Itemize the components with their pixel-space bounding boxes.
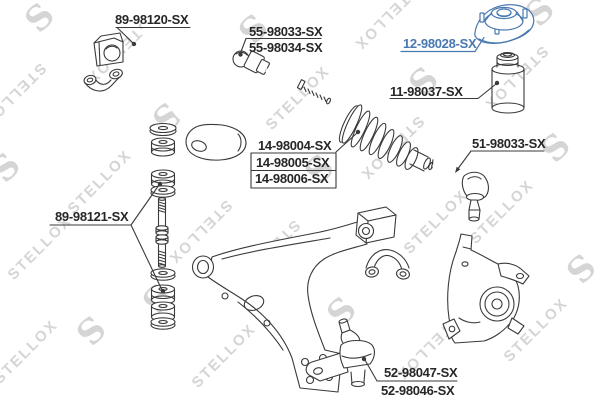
inner-tie-rod-drawing[interactable] [232, 50, 332, 105]
part-label-strut-mount-selected[interactable]: 12-98028-SX [403, 36, 477, 51]
stabilizer-bushing-drawing[interactable] [93, 32, 124, 67]
leader-inner-tie-rod [238, 37, 322, 57]
part-label-inner-tie-rod-top[interactable]: 55-98033-SX [249, 24, 323, 39]
rack-boot-drawing[interactable] [336, 103, 434, 172]
part-label-stabilizer-bushing[interactable]: 89-98120-SX [115, 12, 189, 27]
leader-rack-boot [250, 129, 361, 189]
part-label-ball-joint-bottom[interactable]: 52-98046-SX [381, 383, 455, 398]
part-label-stabilizer-link[interactable]: 89-98121-SX [55, 209, 129, 224]
stabilizer-link-drawing[interactable] [149, 122, 177, 330]
stabilizer-bracket-drawing[interactable] [83, 68, 124, 92]
part-label-bump-stop[interactable]: 11-98037-SX [390, 84, 463, 99]
part-label-ball-joint-top[interactable]: 52-98047-SX [384, 365, 458, 380]
part-label-inner-tie-rod-bottom[interactable]: 55-98034-SX [249, 40, 323, 55]
bump-stop-drawing[interactable] [491, 52, 525, 114]
tie-rod-end-drawing[interactable] [430, 159, 489, 222]
control-arm-drawing[interactable] [191, 206, 411, 393]
stabilizer-bar-drawing[interactable] [139, 0, 247, 161]
part-label-rack-boot-top[interactable]: 14-98004-SX [258, 138, 332, 153]
leader-stabilizer-bushing [115, 26, 191, 47]
leader-strut-mount [400, 36, 485, 53]
leader-stabilizer-link [49, 181, 166, 294]
leader-tie-rod-end [455, 150, 545, 173]
strut-mount-drawing[interactable] [474, 4, 535, 44]
steering-knuckle-drawing[interactable] [442, 233, 530, 344]
part-label-tie-rod-end[interactable]: 51-98033-SX [472, 136, 546, 151]
leader-ball-joint [361, 356, 458, 382]
part-label-rack-boot-middle[interactable]: 14-98005-SX [256, 155, 330, 170]
leader-bump-stop [389, 80, 500, 100]
part-label-rack-boot-bottom[interactable]: 14-98006-SX [255, 171, 329, 186]
